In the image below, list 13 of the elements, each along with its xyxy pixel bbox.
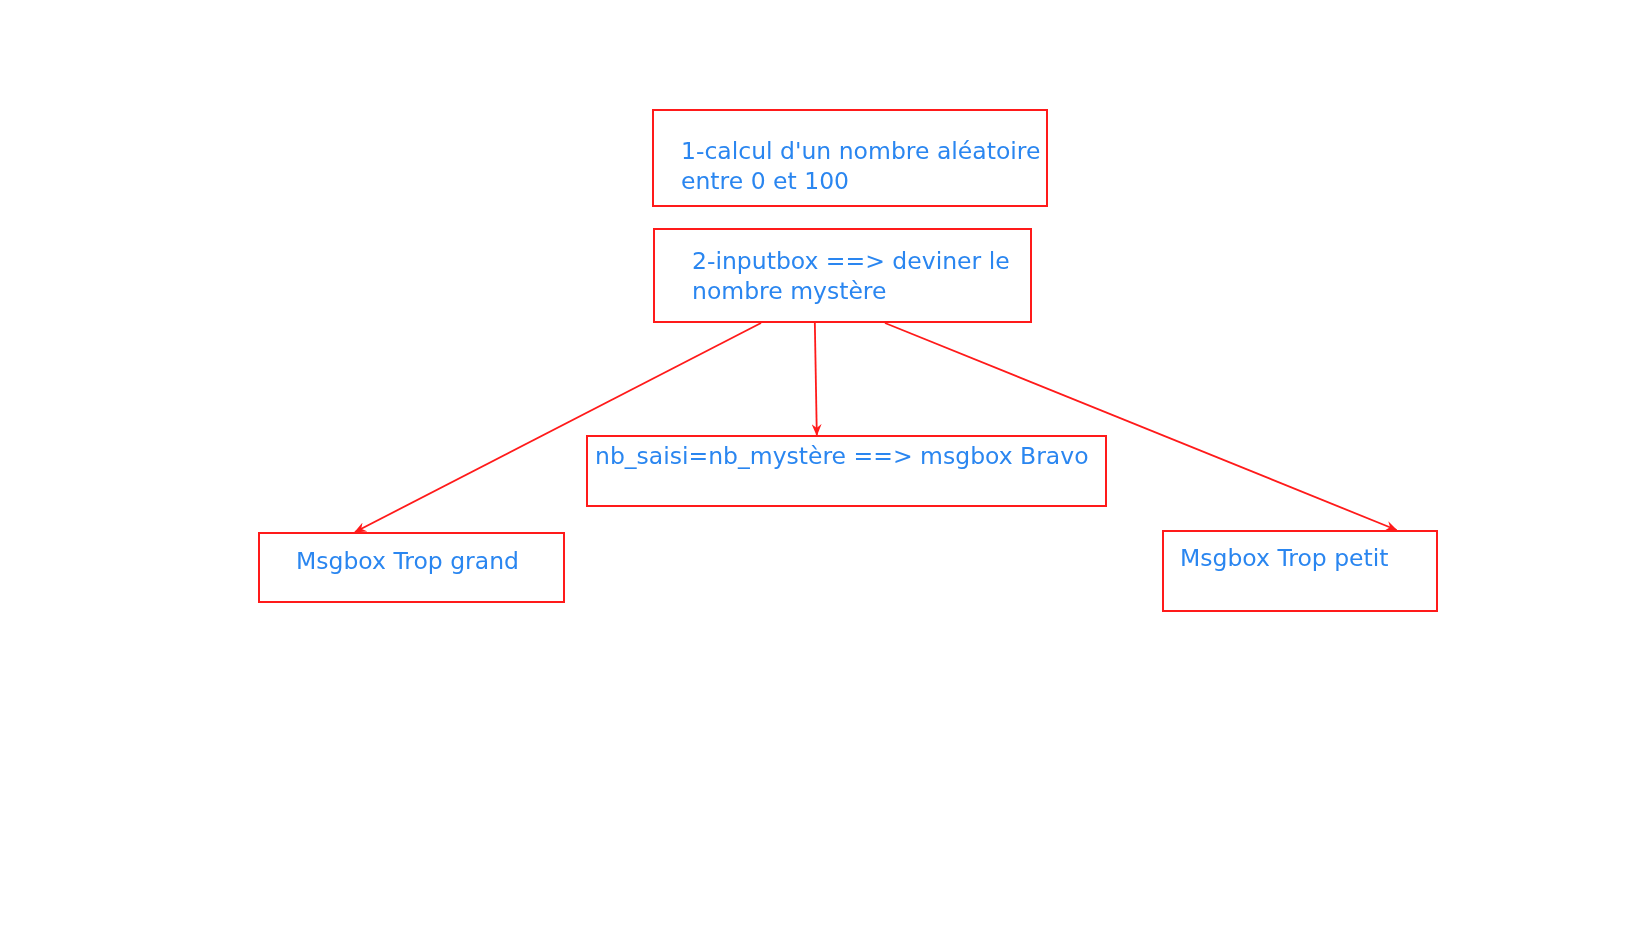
process-box <box>586 435 1107 507</box>
step-text: Msgbox Trop petit <box>1180 544 1390 574</box>
step-text: 1-calcul d'un nombre aléatoire entre 0 et 100 <box>681 137 1042 196</box>
process-box <box>653 228 1032 323</box>
process-box <box>652 109 1048 207</box>
step-text: Msgbox Trop grand <box>296 547 520 577</box>
arrow <box>354 322 762 533</box>
process-box <box>258 532 565 603</box>
step-text: 2-inputbox ==> deviner le nombre mystère <box>692 247 1011 306</box>
arrow <box>811 322 822 436</box>
arrow <box>884 322 1398 531</box>
process-box <box>1162 530 1438 612</box>
step-text: nb_saisi=nb_mystère ==> msgbox Bravo <box>595 442 1090 472</box>
